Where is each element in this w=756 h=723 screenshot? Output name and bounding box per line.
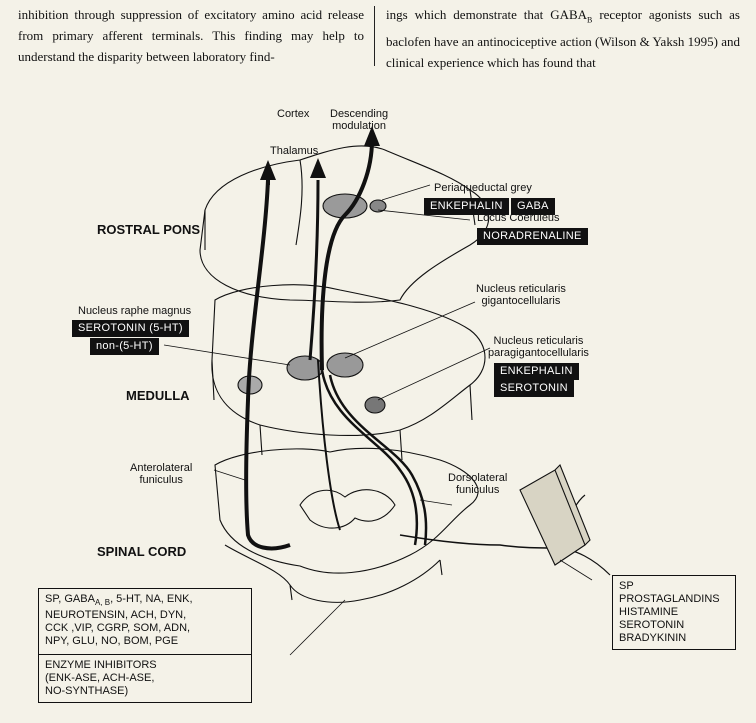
label-cortex: Cortex — [277, 108, 310, 120]
label-medulla: MEDULLA — [126, 388, 190, 403]
pons-slab — [199, 145, 490, 303]
tag-paragiganto-enkephalin: ENKEPHALIN — [494, 363, 579, 380]
tag-raphe-non-5ht: non-(5-HT) — [90, 338, 159, 355]
label-nucleus-raphe-magnus: Nucleus raphe magnus — [78, 305, 192, 317]
arrow-descending — [364, 126, 380, 146]
descending-tract — [319, 139, 374, 371]
box-enzyme-inhibitors: ENZYME INHIBITORS(ENK-ASE, ACH-ASE,NO-SY… — [39, 654, 251, 698]
arrow-thalamus — [310, 158, 326, 178]
label-locus-coeruleus: Locus Coeruleus — [477, 212, 560, 224]
locus-nucleus — [369, 199, 387, 213]
box-mediators-left: SP, GABAA, B, 5-HT, NA, ENK,NEUROTENSIN,… — [38, 588, 252, 704]
label-thalamus: Thalamus — [270, 145, 319, 157]
tag-raphe-serotonin: SEROTONIN (5-HT) — [72, 320, 189, 337]
spinal-slab — [214, 447, 479, 574]
tag-pag-gaba: GABA — [511, 198, 555, 215]
tag-pag-enkephalin: ENKEPHALIN — [424, 198, 509, 215]
ascending-tract — [244, 179, 291, 551]
arrow-cortex — [260, 160, 276, 180]
label-periaqueductal-grey: Periaqueductal grey — [434, 182, 532, 194]
tag-paragiganto-serotonin: SEROTONIN — [494, 380, 574, 397]
tag-locus-noradrenaline: NORADRENALINE — [477, 228, 588, 245]
ascending-tract-2 — [308, 179, 320, 361]
label-spinal-cord: SPINAL CORD — [97, 544, 187, 559]
paragiganto-nucleus — [364, 396, 386, 414]
giganto-nucleus — [326, 352, 364, 378]
body-text-column-2: ings which demonstrate that GABAB recept… — [386, 7, 740, 70]
label-rostral-pons: ROSTRAL PONS — [97, 222, 201, 237]
tissue-block — [519, 464, 591, 566]
peripheral-nerve — [399, 534, 556, 549]
body-text-column-1: inhibition through suppression of excita… — [18, 7, 364, 64]
column-divider — [374, 6, 375, 66]
